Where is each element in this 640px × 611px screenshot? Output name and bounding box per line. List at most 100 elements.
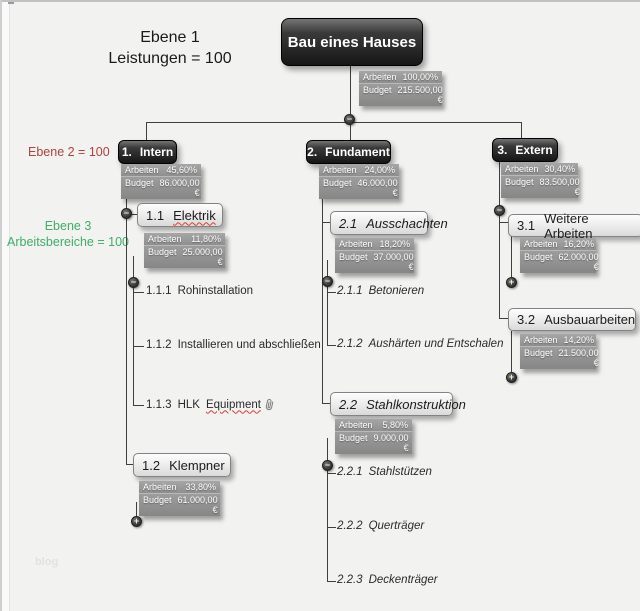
stat-label: Arbeiten <box>143 482 177 492</box>
node-name: Ausschachten <box>366 215 448 231</box>
node-number: 3. <box>497 143 508 157</box>
connector-line <box>133 405 144 406</box>
stat-label: Arbeiten <box>339 239 373 249</box>
collapse-icon[interactable] <box>322 276 333 287</box>
node-title: Bau eines Hauses <box>287 33 417 51</box>
connector-line <box>327 292 336 293</box>
connector-line <box>146 122 521 123</box>
collapse-icon[interactable] <box>322 460 333 471</box>
item-name: Installieren und abschließen <box>177 339 321 351</box>
connector-line <box>499 160 500 319</box>
node-name: Intern <box>139 145 174 159</box>
node-box-2-1-ausschachten[interactable]: 2.1 Ausschachten <box>330 211 448 235</box>
stat-value: 215.500,00 € <box>397 85 443 105</box>
node-name: Klempner <box>169 457 225 473</box>
node-name: Fundament <box>325 145 390 159</box>
connector-line <box>521 122 522 139</box>
node-number: 2.2 <box>339 396 358 412</box>
tree-item-2-2-1[interactable]: 2.2.1 Stahlstützen <box>337 466 432 478</box>
stat-value: 24,00% <box>364 165 395 175</box>
stat-value: 37.000,00 € <box>373 252 414 272</box>
legend-ebene-1: Ebene 1 Leistungen = 100 <box>60 27 280 69</box>
stat-value: 30,40% <box>544 164 576 174</box>
connector-line <box>350 122 351 140</box>
node-box-3-2-ausbauarbeiten[interactable]: 3.2 Ausbauarbeiten <box>508 308 636 331</box>
collapse-icon[interactable] <box>344 114 355 125</box>
page-edge-left <box>0 0 2 611</box>
stat-label: Arbeiten <box>505 164 539 174</box>
stat-value: 9.000,00 € <box>373 433 409 453</box>
connector-line <box>322 222 330 223</box>
connector-line <box>511 236 512 277</box>
item-number: 1.1.1 <box>146 285 172 297</box>
node-box-1-intern[interactable]: 1. Intern <box>118 140 177 164</box>
item-name: Aushärten und Entschalen <box>368 338 504 350</box>
connector-line <box>133 292 144 293</box>
node-box-1-2-klempner[interactable]: 1.2 Klempner <box>133 453 231 477</box>
item-name: Querträger <box>368 520 425 532</box>
watermark: blog <box>35 556 59 568</box>
expand-icon[interactable] <box>506 372 517 383</box>
expand-icon[interactable] <box>506 277 517 288</box>
tree-item-1-1-3[interactable]: 1.1.3 HLK Equipment <box>146 398 274 411</box>
connector-line <box>327 527 336 528</box>
stat-label: Budget <box>339 433 368 443</box>
stat-value: 14,20% <box>563 335 595 345</box>
connector-line <box>327 438 328 581</box>
expand-icon[interactable] <box>131 516 142 527</box>
item-number: 2.2.1 <box>337 466 363 478</box>
tree-item-2-1-1[interactable]: 2.1.1 Betonieren <box>337 285 424 297</box>
stat-value: 100,00% <box>402 72 439 82</box>
stat-value: 16,20% <box>563 239 595 249</box>
tree-item-1-1-1[interactable]: 1.1.1 Rohinstallation <box>146 285 253 297</box>
connector-line <box>327 581 336 582</box>
stat-value: 11,80% <box>191 234 221 244</box>
node-number: 3.2 <box>517 312 536 327</box>
item-number: 2.1.1 <box>337 285 363 297</box>
connector-line <box>133 256 134 405</box>
node-box-3-extern[interactable]: 3. Extern <box>492 138 558 162</box>
stat-label: Arbeiten <box>125 165 159 175</box>
connector-line <box>322 403 330 404</box>
tree-item-2-2-2[interactable]: 2.2.2 Querträger <box>337 520 424 532</box>
page-margin-line <box>9 2 10 611</box>
item-name: HLK <box>177 398 200 411</box>
collapse-icon[interactable] <box>121 208 132 219</box>
node-name: Elektrik <box>173 207 216 223</box>
collapse-icon[interactable] <box>128 277 139 288</box>
stat-value: 21.500,00 € <box>558 348 599 368</box>
node-box-2-fundament[interactable]: 2. Fundament <box>306 140 391 164</box>
connector-line <box>136 502 137 517</box>
tree-item-2-2-3[interactable]: 2.2.3 Deckenträger <box>337 574 438 586</box>
connector-line <box>499 318 508 319</box>
node-name: Weitere Arbeiten <box>544 210 593 241</box>
tree-item-1-1-2[interactable]: 1.1.2 Installieren und abschließen <box>146 339 321 351</box>
node-box-1-1-elektrik[interactable]: 1.1 Elektrik <box>137 203 223 227</box>
connector-line <box>327 260 328 345</box>
stat-value: 45,60% <box>166 165 197 175</box>
node-number: 1.1 <box>146 207 165 223</box>
node-name: Ausbauarbeiten <box>544 312 636 327</box>
stat-value: 61.000,00 € <box>177 495 218 515</box>
node-name: Extern <box>515 143 553 157</box>
tree-item-2-1-2[interactable]: 2.1.2 Aushärten und Entschalen <box>337 338 503 350</box>
stat-label: Budget <box>363 85 392 95</box>
stat-value: 18,20% <box>379 239 410 249</box>
node-box-root[interactable]: Bau eines Hauses <box>281 18 423 66</box>
item-number: 1.1.3 <box>146 398 172 411</box>
stat-label: Arbeiten <box>524 335 558 345</box>
connector-line <box>350 64 351 122</box>
node-box-2-2-stahlkonstruktion[interactable]: 2.2 Stahlkonstruktion <box>330 392 466 416</box>
node-number: 3.1 <box>517 218 536 233</box>
legend-ebene-3-line1: Ebene 3 <box>44 219 92 233</box>
node-box-3-1-weitere-arbeiten[interactable]: 3.1 Weitere Arbeiten <box>508 211 640 241</box>
stat-label: Budget <box>505 177 534 187</box>
collapse-icon[interactable] <box>494 205 505 216</box>
